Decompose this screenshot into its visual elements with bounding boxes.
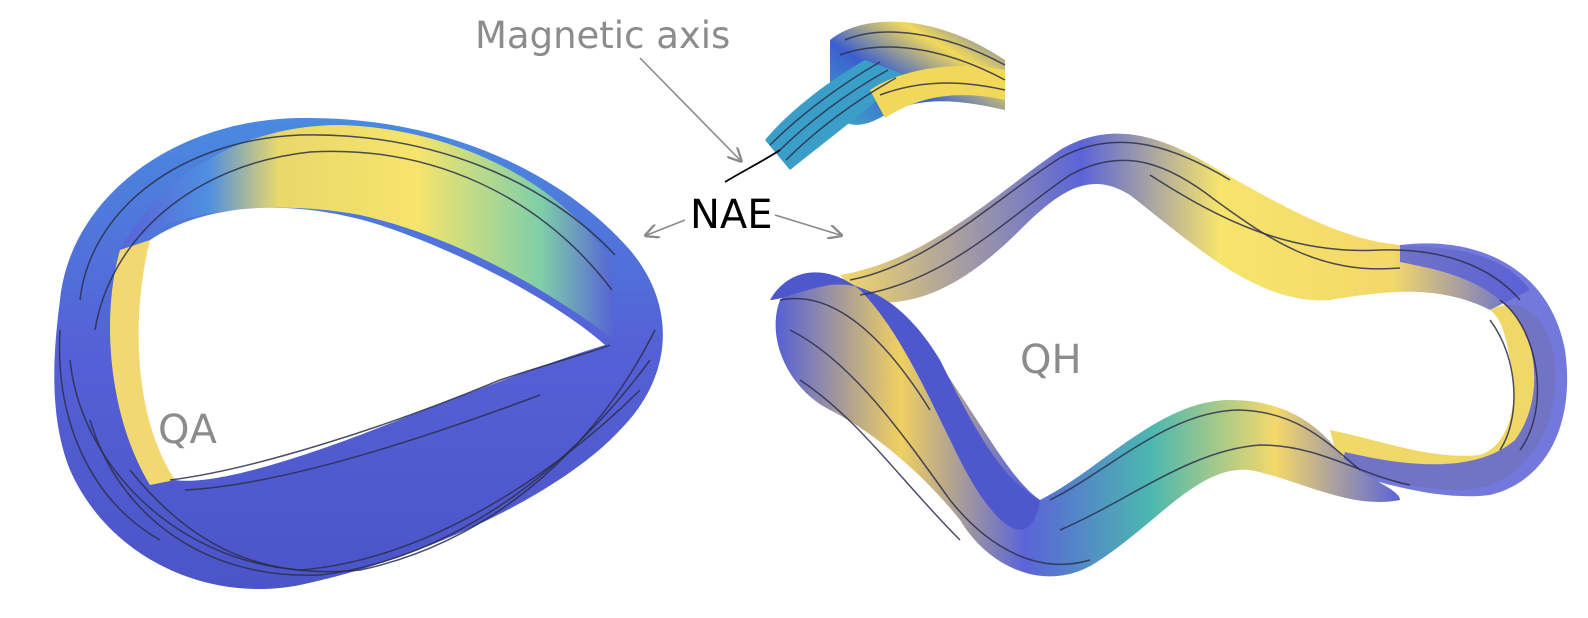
- qa-label: QA: [158, 407, 217, 453]
- nae-label: NAE: [690, 192, 773, 238]
- qh-right-loop: [1330, 304, 1556, 490]
- inset-axis-line: [724, 149, 781, 183]
- qh-right-loop-outer: [1340, 243, 1568, 497]
- qa-surface: [54, 117, 663, 590]
- inset-magnetic-axis: [724, 21, 1006, 183]
- qa-upper-band: [120, 125, 615, 340]
- qa-inner-strip: [110, 240, 175, 485]
- qh-left-cap: [770, 272, 1040, 530]
- magnetic-axis-arrow: [639, 57, 740, 160]
- qa-hole: [138, 207, 605, 481]
- nae-arrow-left: [647, 219, 686, 235]
- inset-ribbon-yellow: [870, 66, 1005, 118]
- qh-surface: [770, 133, 1568, 577]
- nae-arrow-right: [774, 214, 840, 235]
- inset-ribbon-front: [765, 60, 905, 170]
- qh-upper-band: [840, 133, 1530, 310]
- qh-label: QH: [1020, 337, 1082, 383]
- magnetic-axis-label: Magnetic axis: [475, 14, 730, 57]
